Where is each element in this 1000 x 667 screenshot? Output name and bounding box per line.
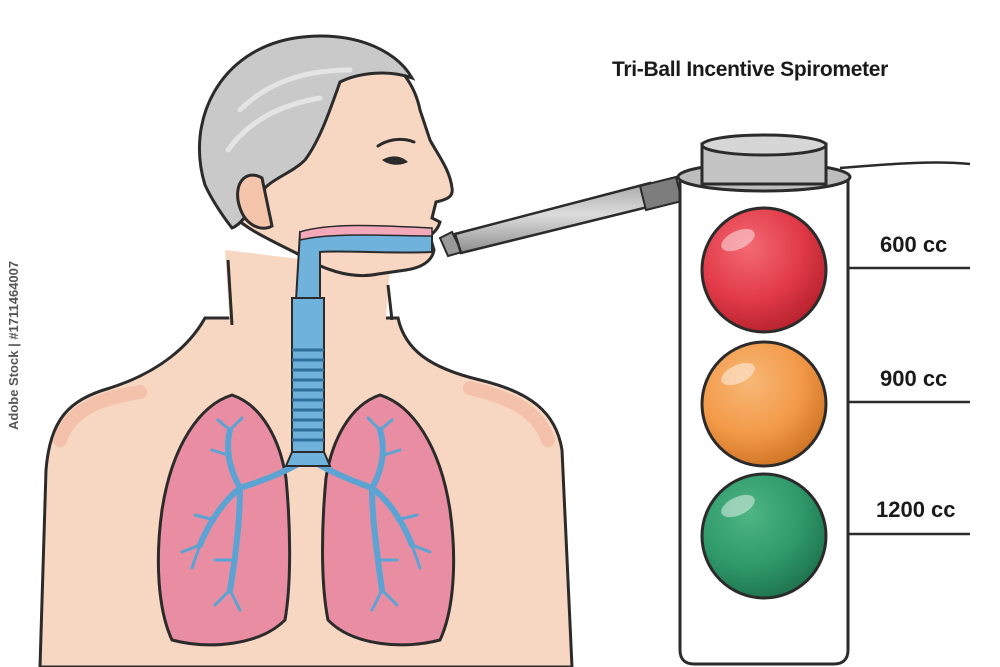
left-lung bbox=[156, 393, 292, 647]
level-label-900: 900 cc bbox=[880, 366, 948, 391]
ear bbox=[236, 173, 274, 230]
patient-figure bbox=[38, 34, 574, 667]
diagram-title: Tri-Ball Incentive Spirometer bbox=[612, 58, 889, 81]
level-label-1200: 1200 cc bbox=[876, 497, 956, 522]
red-ball bbox=[700, 206, 828, 334]
green-ball bbox=[700, 472, 828, 600]
mouthpiece-tube bbox=[438, 175, 684, 258]
right-lung bbox=[321, 393, 456, 647]
spirometer-device bbox=[676, 133, 971, 666]
orange-ball bbox=[700, 340, 828, 468]
trachea bbox=[291, 297, 325, 459]
hose bbox=[839, 161, 971, 170]
level-label-600: 600 cc bbox=[880, 232, 948, 257]
stock-watermark: Adobe Stock | #1711464007 bbox=[6, 260, 21, 430]
trachea-rings bbox=[292, 348, 324, 442]
eye bbox=[382, 156, 408, 165]
